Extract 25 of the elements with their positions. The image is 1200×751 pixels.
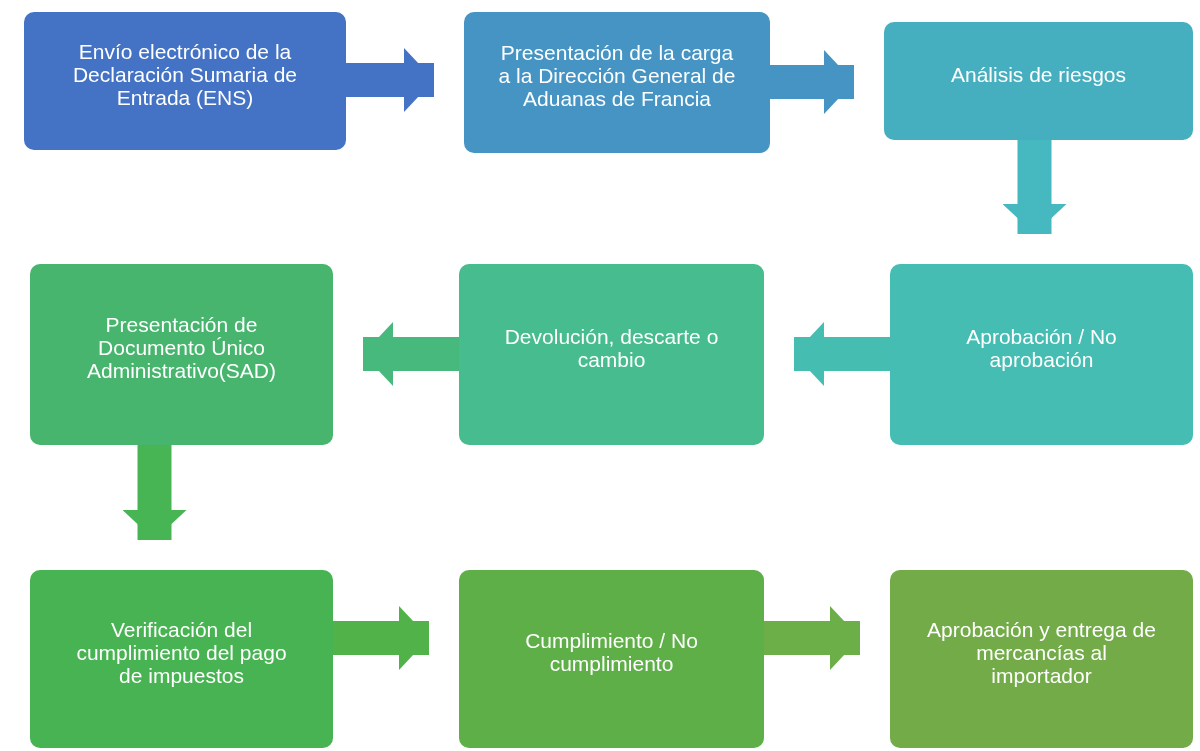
step-label: Envío electrónico de la Declaración Sumaria de Entrada (ENS): [71, 39, 299, 109]
process-box: [30, 264, 333, 445]
block-arrow: [122, 445, 187, 540]
block-arrow: [333, 606, 429, 670]
step-label: Verificación del cumplimiento del pago de impuestos: [75, 617, 288, 687]
step-label: Devolución, descarte o cambio: [503, 324, 720, 371]
process-box: [459, 570, 764, 748]
block-arrow: [794, 322, 890, 386]
process-box: [884, 22, 1193, 140]
step-label: Cumplimiento / No cumplimiento: [524, 629, 699, 675]
process-box: [30, 570, 333, 748]
step-label: Aprobación / No aprobación: [965, 324, 1118, 371]
block-arrow: [346, 48, 434, 112]
process-box: [464, 12, 770, 153]
step-label: Presentación de Documento Único Administrativo(SAD): [85, 313, 277, 382]
process-box: [890, 570, 1193, 748]
process-box: [890, 264, 1193, 445]
step-label: Aprobación y entrega de mercancías al importador: [926, 617, 1157, 687]
block-arrow: [1002, 140, 1067, 234]
process-box: [24, 12, 346, 150]
block-arrow: [363, 322, 459, 386]
block-arrow: [770, 50, 854, 114]
step-label: Presentación de la carga a la Dirección General de Aduanas de Francia: [498, 41, 736, 110]
process-box: [459, 264, 764, 445]
step-label: Análisis de riesgos: [950, 62, 1127, 86]
